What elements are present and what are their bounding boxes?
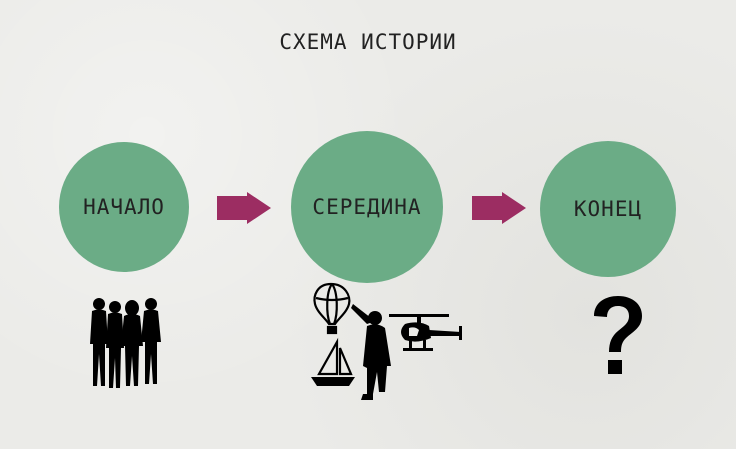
arrow-shape bbox=[472, 192, 526, 224]
helicopter-icon bbox=[389, 314, 462, 351]
group-of-people-silhouette bbox=[90, 298, 161, 388]
events-illustration bbox=[311, 282, 462, 400]
diagram-title: СХЕМА ИСТОРИИ bbox=[279, 30, 457, 54]
node-middle-label: СЕРЕДИНА bbox=[312, 195, 422, 219]
node-middle: СЕРЕДИНА bbox=[291, 131, 443, 283]
man-with-gun-silhouette bbox=[351, 304, 391, 400]
node-end-label: КОНЕЦ bbox=[573, 197, 643, 221]
arrow-shape bbox=[217, 192, 271, 224]
arrow-middle-to-end bbox=[472, 192, 526, 224]
node-start-label: НАЧАЛО bbox=[83, 195, 165, 219]
question-mark-icon bbox=[594, 296, 642, 374]
node-end: КОНЕЦ bbox=[540, 141, 676, 277]
hot-air-balloon-icon bbox=[313, 282, 351, 335]
arrow-start-to-middle bbox=[217, 192, 271, 224]
sailboat-icon bbox=[311, 337, 355, 386]
node-start: НАЧАЛО bbox=[59, 142, 189, 272]
